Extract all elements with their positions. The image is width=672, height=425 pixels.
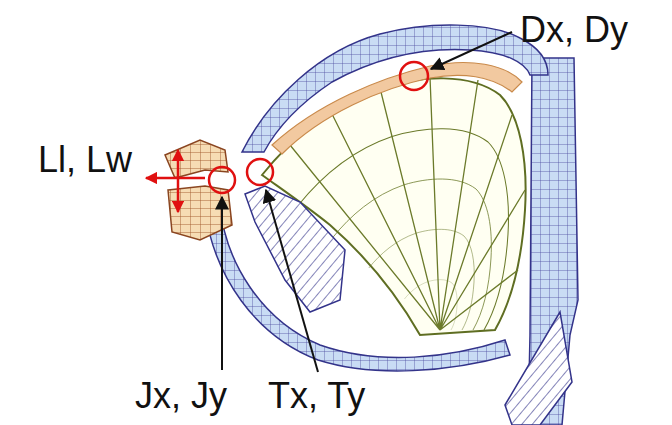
- control-point-circles: [209, 62, 428, 193]
- parameter-label: Tx, Ty: [268, 378, 365, 414]
- parameter-label: Ll, Lw: [38, 142, 132, 178]
- parameter-label: Dx, Dy: [520, 12, 628, 48]
- parameter-label: Jx, Jy: [135, 378, 227, 414]
- larynx: [505, 312, 572, 425]
- palate-wall: [242, 25, 548, 152]
- lip-arrows: [146, 150, 205, 212]
- leader-lines: [222, 32, 512, 372]
- upper-lip: [165, 140, 228, 178]
